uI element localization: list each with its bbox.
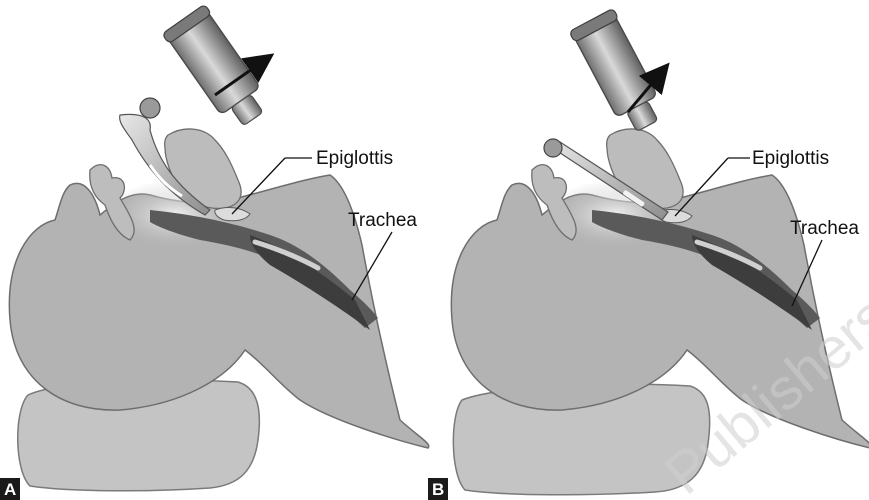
panel-a: Epiglottis Trachea A [0,4,429,500]
trachea-label-b: Trachea [790,218,859,239]
trachea-label-a: Trachea [348,210,417,231]
hinge-b [544,139,562,157]
epiglottis-label-a: Epiglottis [316,148,393,169]
panel-b: Epiglottis Trachea B [428,8,869,500]
panel-letter-a: A [4,480,16,499]
panel-letter-b: B [432,480,444,499]
epiglottis-label-b: Epiglottis [752,148,829,169]
hinge-a [140,98,160,118]
